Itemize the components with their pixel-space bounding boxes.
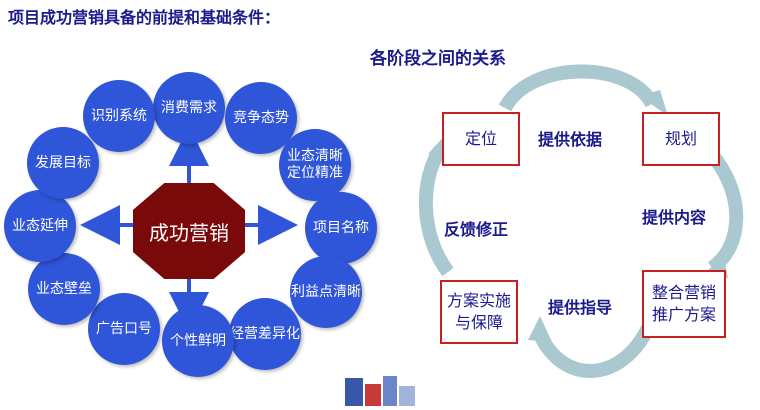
box-label: 规划	[664, 129, 697, 148]
node-label: 业态延伸	[12, 217, 68, 234]
arrow-bottom	[531, 324, 655, 378]
node-label: 发展目标	[35, 154, 91, 171]
label-feedback: 反馈修正	[444, 220, 509, 239]
node-benefit: 利益点清晰	[290, 256, 362, 328]
node-label: 个性鲜明	[170, 332, 226, 349]
node-differentiation: 经营差异化	[229, 298, 301, 370]
node-project-name: 项目名称	[305, 192, 377, 264]
node-slogan: 广告口号	[88, 293, 160, 365]
arrow-left	[418, 146, 454, 277]
page-title: 项目成功营销具备的前提和基础条件：	[8, 8, 281, 27]
box-label: 与保障	[454, 313, 503, 332]
node-label: 消费需求	[161, 99, 217, 116]
label-guidance: 提供指导	[548, 298, 613, 317]
node-label: 业态清晰	[287, 148, 343, 164]
node-label: 业态壁垒	[36, 280, 92, 297]
center-label: 成功营销	[149, 220, 229, 245]
node-identity: 识别系统	[83, 80, 155, 152]
box-implementation: 方案实施与保障	[440, 280, 518, 344]
node-competition: 竞争态势	[225, 82, 297, 154]
node-label: 竞争态势	[233, 109, 289, 126]
diagram-subtitle: 各阶段之间的关系	[370, 49, 506, 69]
footer-logo	[345, 376, 417, 406]
center-node: 成功营销	[133, 183, 245, 279]
node-goal: 发展目标	[27, 127, 99, 199]
arrow-bottom-head	[528, 316, 552, 342]
node-label: 利益点清晰	[291, 283, 361, 300]
node-positioning: 业态清晰定位精准	[279, 129, 351, 201]
box-integration: 整合营销推广方案	[642, 270, 726, 338]
node-label: 经营差异化	[230, 325, 300, 342]
node-label: 项目名称	[313, 219, 369, 236]
node-label: 定位精准	[287, 165, 343, 181]
label-content: 提供内容	[642, 208, 707, 227]
label-basis: 提供依据	[538, 130, 603, 149]
box-label: 推广方案	[651, 305, 716, 324]
node-consumer-demand: 消费需求	[153, 72, 225, 144]
arrow-right	[702, 145, 744, 274]
node-extension: 业态延伸	[4, 190, 76, 262]
node-label: 广告口号	[96, 320, 152, 337]
box-label: 方案实施	[446, 291, 511, 310]
node-barrier: 业态壁垒	[28, 253, 100, 325]
arrow-top	[498, 64, 659, 112]
box-label: 整合营销	[651, 283, 716, 302]
box-label: 定位	[464, 129, 497, 148]
box-positioning: 定位	[442, 112, 520, 166]
arrow-top-head	[640, 90, 668, 116]
node-label: 识别系统	[91, 107, 147, 124]
node-personality: 个性鲜明	[162, 305, 234, 377]
box-planning: 规划	[642, 112, 720, 166]
